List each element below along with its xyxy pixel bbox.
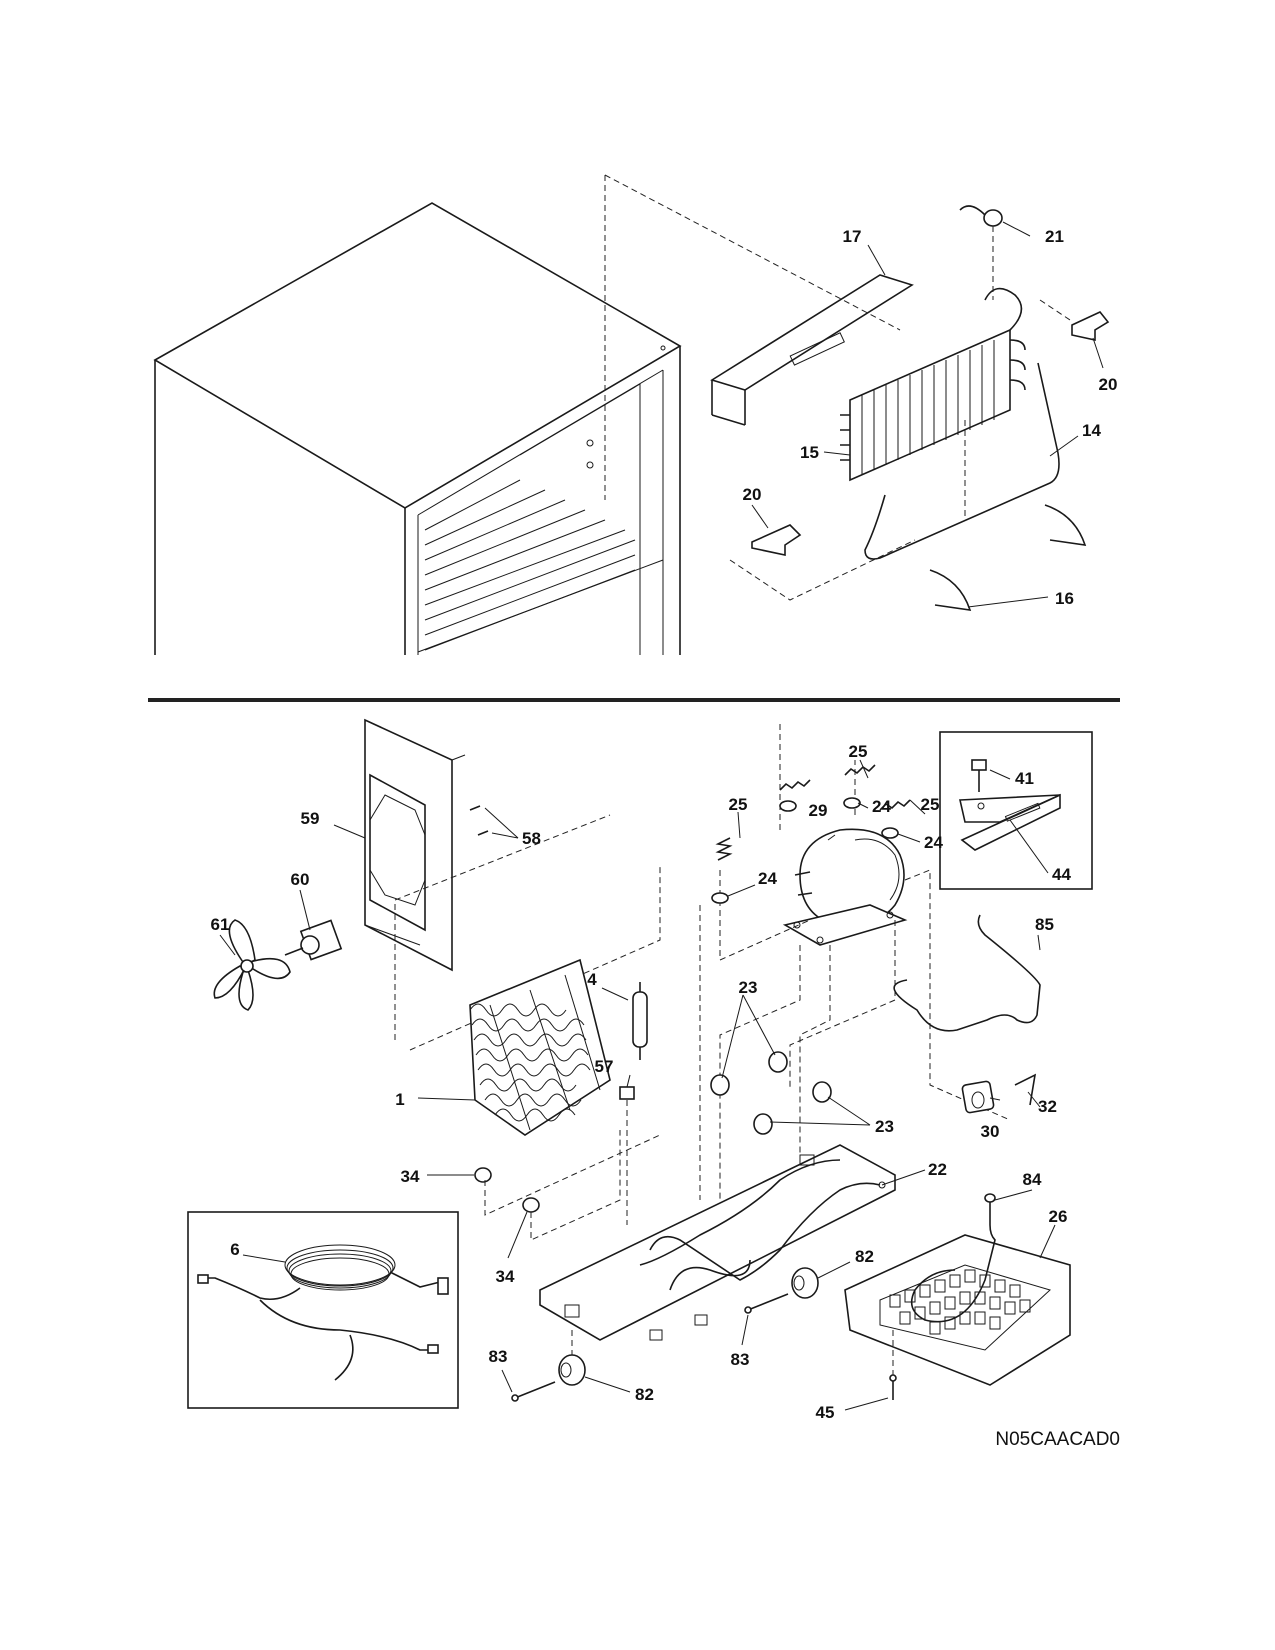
callout-59: 59: [301, 809, 320, 828]
callout-34b: 34: [496, 1267, 515, 1286]
callout-20b: 20: [743, 485, 762, 504]
callout-26: 26: [1049, 1207, 1068, 1226]
callout-14: 14: [1082, 421, 1101, 440]
mounting-screw: [971, 759, 987, 792]
callout-83a: 83: [489, 1347, 508, 1366]
callout-25a: 25: [729, 795, 748, 814]
callout-17: 17: [843, 227, 862, 246]
callout-61: 61: [211, 915, 230, 934]
callout-84: 84: [1023, 1170, 1042, 1189]
callout-21: 21: [1045, 227, 1064, 246]
drain-pan: [844, 1234, 1071, 1386]
callout-24c: 24: [758, 869, 777, 888]
power-cord: [197, 1244, 449, 1381]
callout-16: 16: [1055, 589, 1074, 608]
diagram-code: N05CAACAD0: [995, 1429, 1120, 1450]
callout-82a: 82: [635, 1385, 654, 1404]
callout-57: 57: [595, 1057, 614, 1076]
compressor: [782, 828, 908, 946]
callout-4: 4: [587, 970, 597, 989]
callout-23a: 23: [739, 978, 758, 997]
start-relay: [961, 1080, 995, 1114]
callout-85: 85: [1035, 915, 1054, 934]
roller-screws: [511, 1293, 789, 1402]
callout-30: 30: [981, 1122, 1000, 1141]
callout-22: 22: [928, 1160, 947, 1179]
heater-clips: [929, 504, 1087, 611]
compressor-washers: [711, 797, 899, 904]
compressor-grommets: [710, 1051, 832, 1135]
evaporator-cover: [710, 274, 914, 426]
compressor-bolts: [715, 764, 911, 861]
pan-screw: [889, 1374, 897, 1400]
callout-83b: 83: [731, 1350, 750, 1369]
callout-25c: 25: [921, 795, 940, 814]
callout-labels: 17 21 20 14 15 20 16 25 25 25 24 24 24 2…: [211, 221, 1120, 1450]
drier: [632, 982, 648, 1060]
callout-34a: 34: [401, 1167, 420, 1186]
cabinet-liner-ribs: [424, 479, 636, 651]
evaporator-coil: [840, 287, 1026, 482]
callout-24a: 24: [872, 797, 891, 816]
inset-box-mounting: [939, 731, 1093, 890]
callout-6: 6: [230, 1240, 239, 1259]
condenser-clip: [619, 1086, 635, 1225]
callout-15: 15: [800, 443, 819, 462]
fan-blade: [213, 919, 291, 1011]
condenser-fan-shroud: [364, 718, 466, 972]
inset-box-power-cord: [187, 1211, 459, 1409]
callout-29: 29: [809, 801, 828, 820]
shroud-screws: [469, 805, 489, 836]
callout-58: 58: [522, 829, 541, 848]
callout-20a: 20: [1099, 375, 1118, 394]
bracket-upper: [1071, 311, 1110, 341]
callout-32: 32: [1038, 1097, 1057, 1116]
condensate-tube: [893, 914, 1041, 1032]
relay-cover: [1014, 1073, 1037, 1106]
refrigerator-cabinet: [153, 202, 682, 655]
callout-60: 60: [291, 870, 310, 889]
callout-41: 41: [1015, 769, 1034, 788]
base-plate: [539, 1144, 896, 1341]
accumulator-tube: [959, 205, 1003, 300]
bracket-lower: [751, 524, 802, 556]
callout-1: 1: [395, 1090, 404, 1109]
callout-45: 45: [816, 1403, 835, 1422]
fan-motor: [284, 919, 343, 961]
drain-tube: [910, 1193, 996, 1323]
condenser-coil: [469, 958, 611, 1136]
callout-24b: 24: [924, 833, 943, 852]
callout-25b: 25: [849, 742, 868, 761]
drain-heater: [864, 362, 1060, 560]
callout-44: 44: [1052, 865, 1071, 884]
roller-rear: [791, 1267, 819, 1299]
roller-front: [558, 1354, 586, 1386]
callout-82b: 82: [855, 1247, 874, 1266]
callout-23b: 23: [875, 1117, 894, 1136]
